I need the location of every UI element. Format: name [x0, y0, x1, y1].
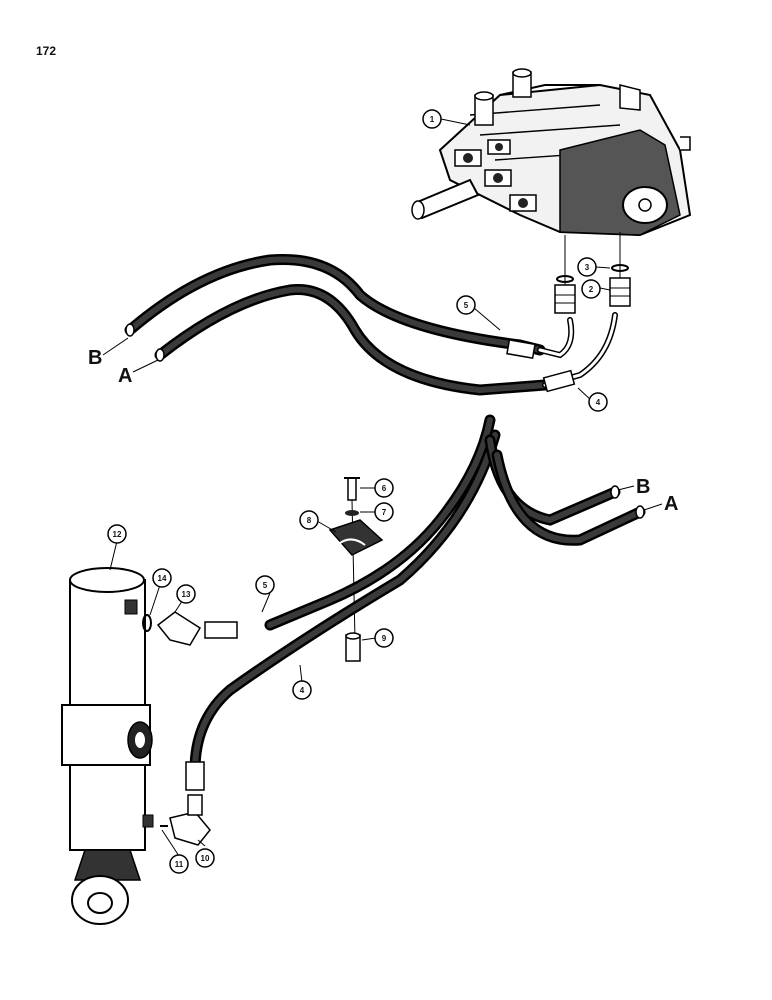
- elbow-fitting-10: [160, 794, 211, 846]
- svg-text:8: 8: [307, 516, 312, 525]
- callout-13: 13: [176, 584, 196, 604]
- svg-text:5: 5: [464, 301, 469, 310]
- page-number: 172: [36, 44, 57, 58]
- svg-text:A: A: [664, 493, 678, 515]
- svg-text:B: B: [636, 476, 650, 498]
- svg-text:A: A: [118, 365, 132, 387]
- svg-text:1: 1: [430, 115, 435, 124]
- callout-4-lower: 4: [292, 680, 312, 700]
- svg-text:7: 7: [382, 508, 387, 517]
- svg-text:6: 6: [382, 484, 387, 493]
- callout-4-upper: 4: [588, 392, 608, 412]
- callout-3: 3: [577, 257, 597, 277]
- svg-text:5: 5: [263, 581, 268, 590]
- svg-text:4: 4: [596, 398, 601, 407]
- svg-text:3: 3: [585, 263, 590, 272]
- svg-text:9: 9: [382, 634, 387, 643]
- leader-line: [351, 499, 356, 641]
- elbow-fitting-13: [142, 611, 202, 646]
- callout-2: 2: [581, 279, 601, 299]
- svg-text:13: 13: [182, 590, 191, 599]
- hose-lines: [124, 253, 646, 791]
- callout-8: 8: [299, 510, 319, 530]
- callout-11: 11: [169, 854, 189, 874]
- callout-14: 14: [152, 568, 172, 588]
- callout-5-lower: 5: [255, 575, 275, 595]
- callout-6: 6: [374, 478, 394, 498]
- hose-label-b-upper: B: [88, 337, 129, 369]
- svg-text:12: 12: [113, 530, 122, 539]
- hose-clamp-assembly: [328, 477, 384, 662]
- svg-text:14: 14: [158, 574, 167, 583]
- svg-text:2: 2: [589, 285, 594, 294]
- callout-7: 7: [374, 502, 394, 522]
- svg-text:10: 10: [201, 854, 210, 863]
- svg-text:11: 11: [175, 860, 184, 869]
- callout-12: 12: [107, 524, 127, 544]
- callout-leaders: [109, 118, 611, 857]
- hose-label-b-lower: B: [617, 476, 650, 498]
- svg-text:4: 4: [300, 686, 305, 695]
- control-valve: [411, 68, 692, 237]
- callout-5-upper: 5: [456, 295, 476, 315]
- callout-9: 9: [374, 628, 394, 648]
- hose-label-a-upper: A: [118, 359, 159, 387]
- svg-text:B: B: [88, 347, 102, 369]
- hose-label-a-lower: A: [643, 493, 678, 515]
- hydraulic-cylinder: [61, 567, 154, 925]
- o-ring-fittings-upper: [554, 264, 631, 314]
- callout-1: 1: [422, 109, 442, 129]
- callout-10: 10: [195, 848, 215, 868]
